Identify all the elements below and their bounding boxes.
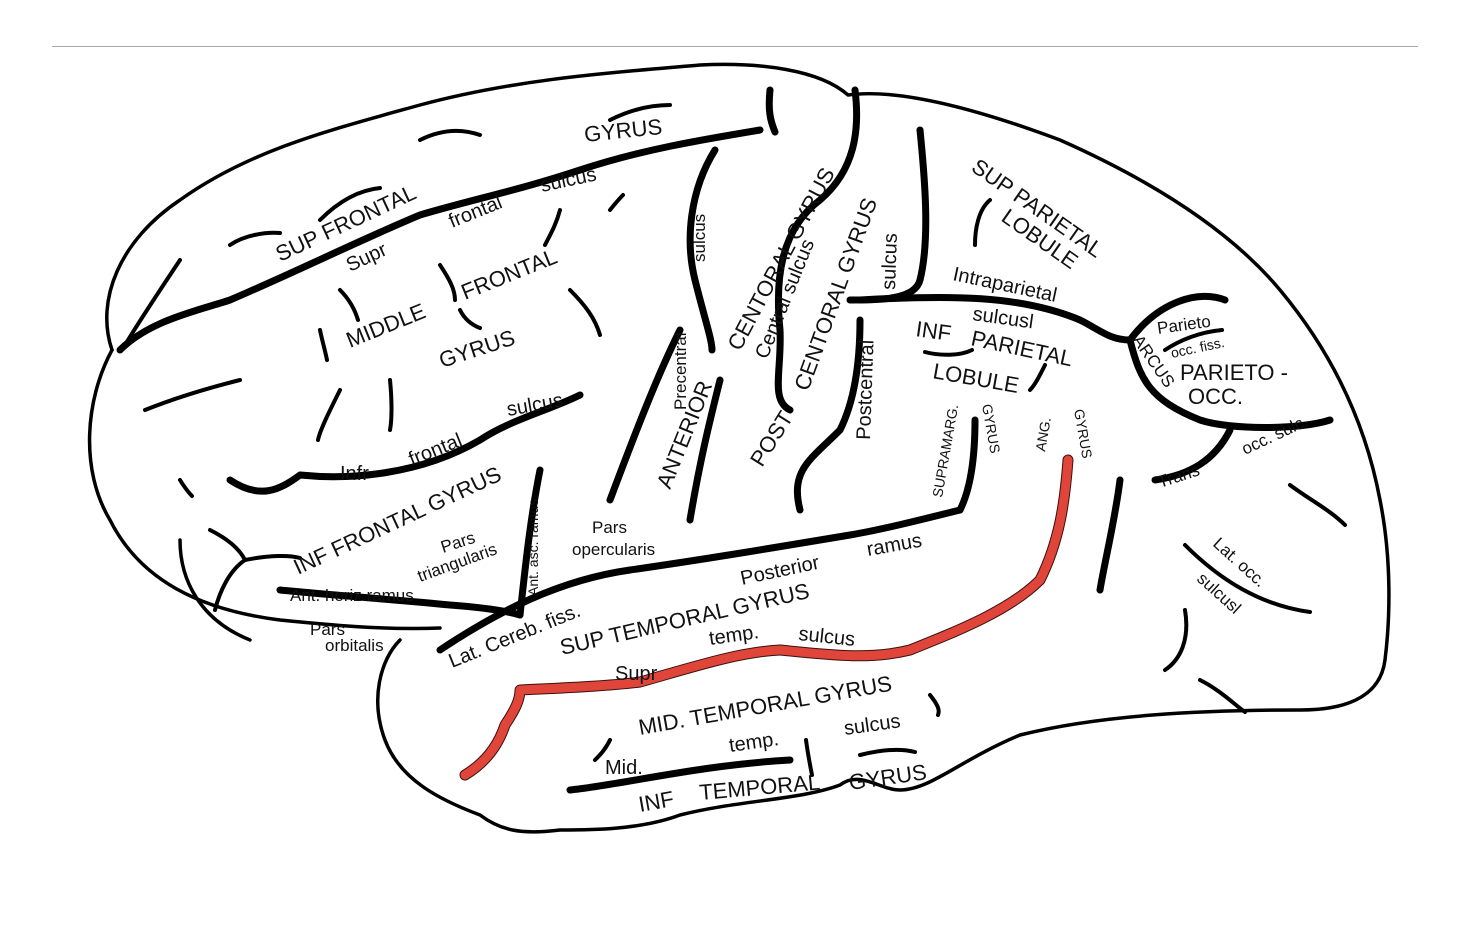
label-ang-gyrus-1: ANG. (1032, 416, 1054, 452)
label-inf-parietal-lobule-1: INF (914, 316, 953, 346)
label-supramarg-gyrus-1: SUPRAMARG. (929, 403, 961, 498)
label-supramarg-gyrus-2: GYRUS (979, 403, 1003, 455)
label-trans-occ-sulc-2: occ. sulc. (1239, 411, 1311, 458)
label-middle-frontal-gyrus-3: GYRUS (436, 325, 518, 373)
label-infr-frontal-sulcus-3: sulcus (505, 389, 565, 421)
label-trans-occ-sulc-1: Trans (1155, 460, 1202, 491)
label-ang-gyrus-2: GYRUS (1071, 408, 1095, 460)
label-supr-temp-sulcus-2: temp. (708, 621, 761, 650)
label-supr-frontal-sulcus-3: sulcus (538, 164, 598, 197)
superior-temporal-sulcus-highlight (459, 454, 1074, 781)
label-ant-asc-ramus: Ant. asc. ramus (525, 499, 541, 596)
label-mid-temp-sulcus-2: temp. (728, 728, 781, 757)
label-precentral-sulcus-2: sulcus (690, 214, 709, 262)
label-mid-temp-sulcus-3: sulcus (843, 710, 902, 740)
label-post-central-gyrus-1: POST (745, 407, 798, 471)
label-parieto-occ-fiss-2: occ. fiss. (1169, 334, 1226, 361)
label-infr-frontal-sulcus-2: frontal (406, 429, 466, 470)
label-parieto-occ-2: OCC. (1188, 384, 1243, 409)
label-ant-horiz-ramus: Ant. horiz.ramus (290, 586, 414, 605)
brain-outline (87, 62, 1391, 834)
label-inf-temporal-gyrus-3: GYRUS (847, 759, 928, 795)
label-inf-parietal-lobule-3: LOBULE (931, 358, 1021, 398)
label-infr-frontal-sulcus-1: Infr (340, 463, 369, 485)
label-pars-orbitalis-1: Pars (310, 620, 345, 639)
label-inf-temporal-gyrus-2: TEMPORAL (698, 770, 821, 805)
label-supr-temp-sulcus-1: Supr (615, 663, 658, 685)
label-mid-temp-sulcus-1: Mid. (605, 757, 643, 779)
top-divider (52, 46, 1418, 47)
label-inf-temporal-gyrus-1: INF (637, 786, 676, 817)
label-pars-opercularis-1: Pars (592, 518, 627, 537)
label-postcentral-sulcus-2: sulcus (878, 233, 902, 290)
label-posterior-ramus-2: ramus (865, 530, 924, 561)
label-precentral-sulcus-1: Precentral (671, 333, 690, 410)
label-pars-opercularis-2: opercularis (572, 540, 655, 559)
label-parieto-occ-1: PARIETO - (1180, 360, 1288, 385)
label-postcentral-sulcus-1: Postcentral (853, 339, 878, 440)
label-inf-parietal-lobule-2: PARIETAL (969, 325, 1075, 371)
label-middle-frontal-gyrus-2: FRONTAL (458, 244, 561, 305)
label-supr-temp-sulcus-3: sulcus (797, 623, 856, 651)
label-sup-frontal-gyrus-2: GYRUS (583, 114, 663, 147)
label-middle-frontal-gyrus-1: MIDDLE (343, 298, 429, 352)
label-pars-orbitalis-2: orbitalis (325, 636, 384, 655)
sulci (116, 86, 1347, 794)
